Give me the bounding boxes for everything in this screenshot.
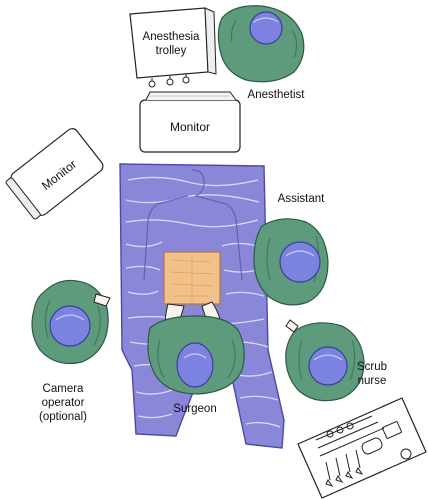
assistant-figure bbox=[253, 218, 329, 306]
label-monitor-top: Monitor bbox=[169, 120, 210, 134]
label-anesthetist: Anesthetist bbox=[247, 89, 305, 101]
label-scrub-nurse: Scrub nurse bbox=[356, 361, 388, 387]
anesthesia-trolley bbox=[129, 7, 217, 88]
label-surgeon: Surgeon bbox=[173, 403, 217, 415]
scrub-nurse-figure bbox=[285, 319, 365, 402]
anesthetist-figure bbox=[217, 5, 305, 83]
operative-field bbox=[163, 251, 221, 305]
instrument-tray bbox=[297, 397, 427, 499]
label-anesthesia-trolley: Anesthesia trolley bbox=[142, 31, 200, 57]
surgeon-figure bbox=[147, 315, 245, 395]
label-camera-operator: Camera operator (optional) bbox=[39, 383, 87, 423]
label-assistant: Assistant bbox=[277, 193, 325, 205]
monitor-left bbox=[5, 128, 104, 220]
camera-operator-figure bbox=[31, 279, 111, 365]
monitor-top bbox=[139, 91, 241, 153]
